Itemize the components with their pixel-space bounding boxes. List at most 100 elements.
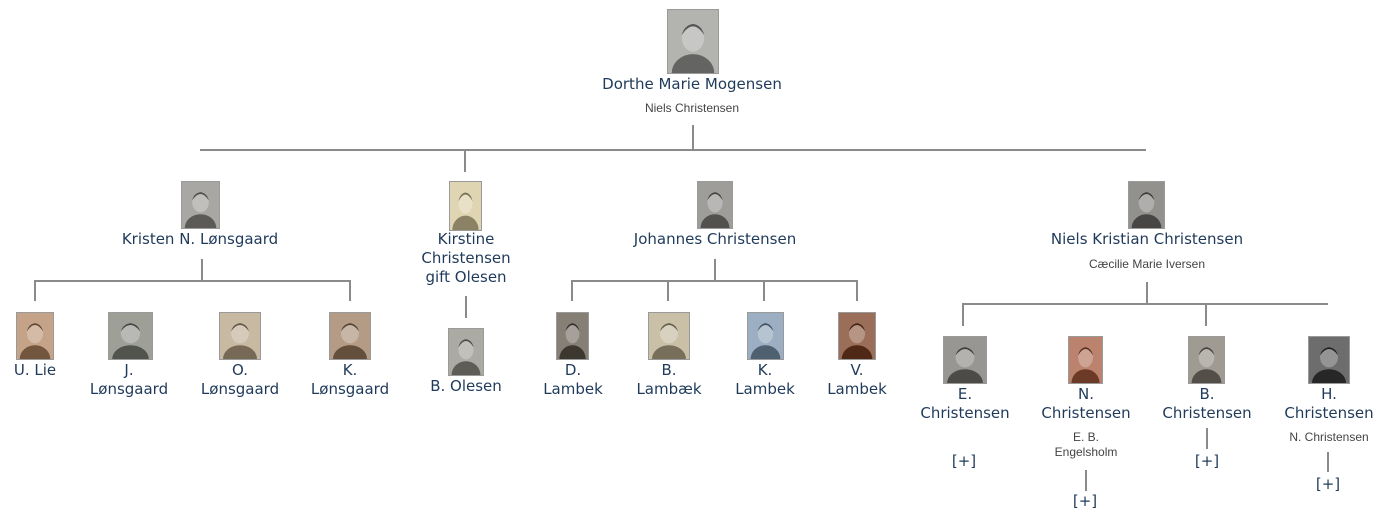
person-name-b-christensen[interactable]: B. Christensen [1162,385,1251,423]
name-line: K. [342,361,358,379]
person-name-e-christensen[interactable]: E. Christensen [920,385,1009,423]
connector-kristen-c4 [349,281,351,301]
name-line: Lambek [543,380,603,398]
portrait-shoulders [184,214,217,228]
name-line: Lambæk [636,380,702,398]
portrait-shoulders [1312,369,1346,383]
portrait-face [955,347,975,368]
portrait-dorthe[interactable] [667,9,719,74]
expand-button-n-christensen[interactable]: [+] [1072,492,1098,510]
portrait-shoulders [452,215,479,230]
name-line: K. [757,361,773,379]
name-line: D. [564,361,582,379]
person-name-v-lambek[interactable]: V. Lambek [827,361,887,399]
person-name-johannes[interactable]: Johannes Christensen [633,230,797,248]
spouse-line: Engelsholm [1054,445,1118,459]
portrait-hair [955,347,975,356]
portrait-image [17,313,53,359]
portrait-face [1138,192,1155,213]
person-name-dorthe[interactable]: Dorthe Marie Mogensen [602,75,782,93]
portrait-b-olesen[interactable] [448,328,484,376]
portrait-hair [1078,347,1093,356]
connector-b-christensen-exp [1206,428,1208,449]
connector-kristen-c1 [34,281,36,301]
name-line: Lambek [827,380,887,398]
portrait-e-christensen[interactable] [943,336,987,384]
connector-kristen-bar [34,280,351,282]
portrait-hair [26,323,44,332]
connector-johannes-c3 [763,281,765,301]
portrait-hair [120,323,141,332]
portrait-n-christensen[interactable] [1068,336,1103,384]
portrait-u-lie[interactable] [16,312,54,360]
expand-button-h-christensen[interactable]: [+] [1315,475,1341,493]
portrait-hair [681,23,705,36]
name-line: N. [1077,385,1094,403]
portrait-kirstine[interactable] [449,181,482,231]
portrait-k-lambek[interactable] [747,312,784,360]
spouse-line: E. B. [1072,430,1100,444]
portrait-o-lonsgaard[interactable] [219,312,261,360]
name-line: Kirstine [437,230,495,248]
person-name-niels-kristian[interactable]: Niels Kristian Christensen [1050,230,1244,248]
person-name-k-lambek[interactable]: K. Lambek [735,361,795,399]
portrait-kristen[interactable] [181,181,220,229]
portrait-image [748,313,783,359]
person-name-d-lambek[interactable]: D. Lambek [543,361,603,399]
portrait-image [1189,337,1224,383]
portrait-face [757,323,774,344]
portrait-hair [1320,347,1338,356]
connector-n-christensen-exp [1085,470,1087,491]
portrait-johannes[interactable] [697,181,733,229]
connector-kirstine [465,296,467,318]
connector-johannes-c4 [856,281,858,301]
person-name-k-lonsgaard[interactable]: K. Lønsgaard [311,361,389,399]
spouse-name-niels-kristian[interactable]: Cæcilie Marie Iversen [1088,257,1206,271]
expand-button-e-christensen[interactable]: [+] [951,452,977,470]
person-name-u-lie[interactable]: U. Lie [14,361,56,380]
person-name-kirstine[interactable]: Kirstine Christensen gift Olesen [421,230,510,287]
name-line: Christensen [1041,404,1131,422]
person-name-j-lonsgaard[interactable]: J. Lønsgaard [90,361,168,399]
portrait-j-lonsgaard[interactable] [108,312,153,360]
portrait-face [1078,347,1093,368]
portrait-h-christensen[interactable] [1308,336,1350,384]
person-name-b-lambaek[interactable]: B. Lambæk [636,361,701,399]
portrait-shoulders [671,54,715,73]
portrait-shoulders [451,361,481,375]
name-line: O. [232,361,248,379]
portrait-d-lambek[interactable] [556,312,589,360]
portrait-v-lambek[interactable] [838,312,876,360]
name-line: Lambek [735,380,795,398]
person-name-h-christensen[interactable]: H. Christensen [1284,385,1373,423]
portrait-b-christensen[interactable] [1188,336,1225,384]
person-name-kristen[interactable]: Kristen N. Lønsgaard [121,230,279,248]
name-line: Christensen [1284,404,1374,422]
portrait-image [649,313,689,359]
portrait-shoulders [333,345,367,359]
spouse-name-n-christensen[interactable]: E. B. Engelsholm [1055,430,1118,460]
spouse-name-root[interactable]: Niels Christensen [644,101,740,115]
spouse-name-h-christensen[interactable]: N. Christensen [1289,430,1368,445]
portrait-image [220,313,260,359]
connector-root [692,125,694,150]
portrait-k-lonsgaard[interactable] [329,312,371,360]
portrait-hair [458,339,474,348]
portrait-face [1198,347,1215,368]
portrait-face [26,323,44,344]
portrait-niels-kristian[interactable] [1128,181,1165,229]
portrait-face [458,339,474,360]
portrait-b-lambaek[interactable] [648,312,690,360]
portrait-shoulders [1131,214,1162,228]
connector-h-christensen-exp [1327,452,1329,472]
portrait-face [341,323,359,344]
portrait-hair [660,323,678,332]
expand-button-b-christensen[interactable]: [+] [1194,452,1220,470]
portrait-shoulders [700,214,730,228]
person-name-n-christensen[interactable]: N. Christensen [1041,385,1130,423]
portrait-hair [231,323,249,332]
portrait-face [192,192,209,213]
connector-johannes-c2 [667,281,669,301]
person-name-o-lonsgaard[interactable]: O. Lønsgaard [201,361,279,399]
person-name-b-olesen[interactable]: B. Olesen [430,377,502,396]
